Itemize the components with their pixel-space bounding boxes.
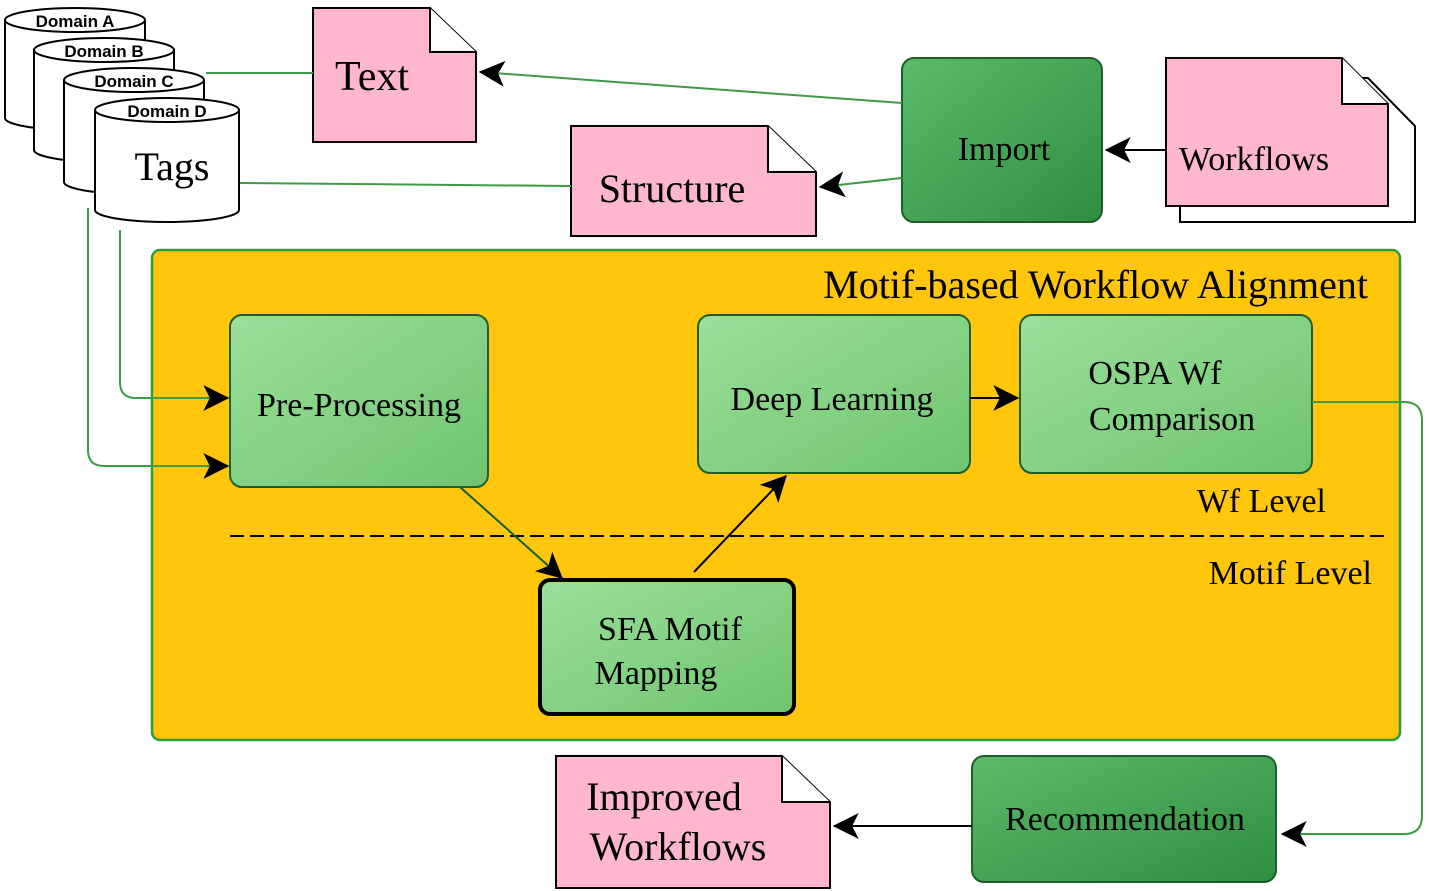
text-document: Text	[312, 7, 477, 143]
deep-learning-label: Deep Learning	[731, 381, 934, 418]
panel-title: Motif-based Workflow Alignment	[823, 262, 1368, 307]
domain-b-label: Domain B	[64, 42, 143, 61]
ospa-label-line2: Comparison	[1089, 401, 1255, 438]
workflows-document: Workflows	[1165, 57, 1416, 223]
arrow-domain-to-preprocessing-lower	[87, 208, 230, 479]
ospa-label-line1: OSPA Wf	[1088, 355, 1222, 392]
domain-a-label: Domain A	[36, 12, 115, 31]
pre-processing-label: Pre-Processing	[257, 387, 461, 424]
import-box: Import	[901, 57, 1103, 223]
motif-level-label: Motif Level	[1209, 555, 1372, 592]
domain-c-label: Domain C	[94, 72, 173, 91]
arrow-preprocessing-to-sfa	[459, 486, 563, 579]
database-stack: Domain A Domain B Domain C Domain D Tags	[4, 7, 240, 223]
improved-workflows-line1: Improved	[586, 774, 742, 819]
recommendation-label: Recommendation	[1005, 801, 1245, 838]
sfa-motif-mapping-box: SFA Motif Mapping	[538, 578, 796, 716]
wf-level-label: Wf Level	[1197, 483, 1326, 520]
structure-document: Structure	[570, 125, 817, 237]
arrow-import-to-text	[478, 60, 903, 104]
ospa-comparison-box: OSPA Wf Comparison	[1019, 314, 1313, 474]
sfa-label-line1: SFA Motif	[598, 611, 743, 648]
arrow-import-to-structure	[818, 171, 903, 198]
pre-processing-box: Pre-Processing	[229, 314, 489, 488]
domain-d-label: Domain D	[127, 102, 206, 121]
arrow-domain-to-preprocessing-upper	[119, 230, 230, 411]
recommendation-box: Recommendation	[971, 755, 1277, 883]
import-label: Import	[958, 131, 1051, 168]
sfa-label-line2: Mapping	[595, 655, 718, 692]
tags-label: Tags	[135, 144, 210, 189]
structure-document-label: Structure	[599, 166, 746, 211]
deep-learning-box: Deep Learning	[697, 314, 971, 474]
database-domain-d: Domain D Tags	[94, 97, 240, 223]
workflows-document-label: Workflows	[1179, 141, 1329, 178]
improved-workflows-document: Improved Workflows	[555, 755, 831, 889]
improved-workflows-line2: Workflows	[590, 824, 767, 869]
text-document-label: Text	[335, 54, 409, 100]
arrow-ospa-to-recommendation	[1280, 401, 1423, 847]
connector-tags-to-structure	[239, 182, 572, 187]
arrow-sfa-to-deeplearning	[693, 475, 787, 573]
